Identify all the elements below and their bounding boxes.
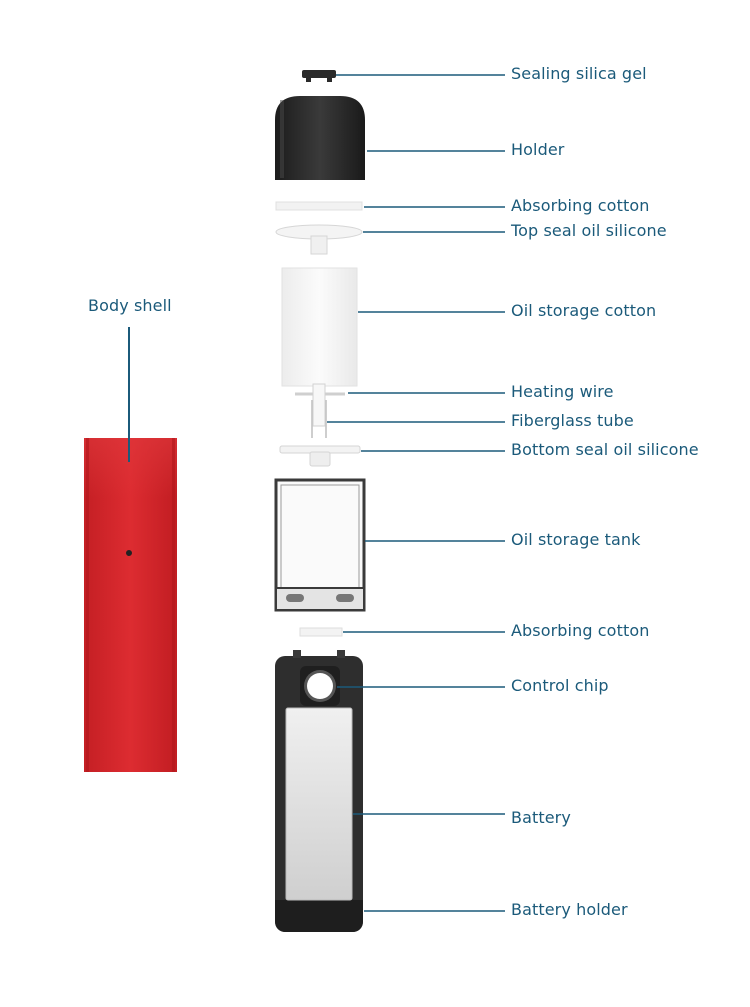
control-chip-label: Control chip: [511, 676, 609, 695]
fiberglass-tube-part: [312, 383, 326, 427]
control-chip-part: [300, 666, 340, 706]
body-shell-label: Body shell: [88, 296, 172, 315]
bottom-seal-oil-silicone-label: Bottom seal oil silicone: [511, 440, 699, 459]
holder-part: [275, 96, 365, 180]
bottom-seal-oil-silicone-part: [279, 445, 361, 467]
top-seal-oil-silicone-label: Top seal oil silicone: [511, 221, 667, 240]
oil-storage-cotton-label: Oil storage cotton: [511, 301, 657, 320]
absorbing-cotton-bottom-label: Absorbing cotton: [511, 621, 650, 640]
top-seal-oil-silicone-part: [275, 224, 363, 255]
oil-storage-tank-label: Oil storage tank: [511, 530, 641, 549]
sealing-silica-gel-part: [302, 70, 336, 82]
oil-storage-tank-part: [274, 478, 366, 612]
absorbing-cotton-bottom-part: [299, 627, 343, 637]
holder-label: Holder: [511, 140, 565, 159]
fiberglass-tube-label: Fiberglass tube: [511, 411, 634, 430]
oil-storage-cotton-part: [281, 267, 358, 387]
absorbing-cotton-top-part: [275, 201, 363, 211]
body-shell-part: [84, 438, 177, 772]
absorbing-cotton-top-label: Absorbing cotton: [511, 196, 650, 215]
heating-wire-label: Heating wire: [511, 382, 614, 401]
battery-label: Battery: [511, 808, 571, 827]
sealing-silica-gel-label: Sealing silica gel: [511, 64, 647, 83]
battery-part: [285, 707, 353, 901]
battery-holder-label: Battery holder: [511, 900, 628, 919]
